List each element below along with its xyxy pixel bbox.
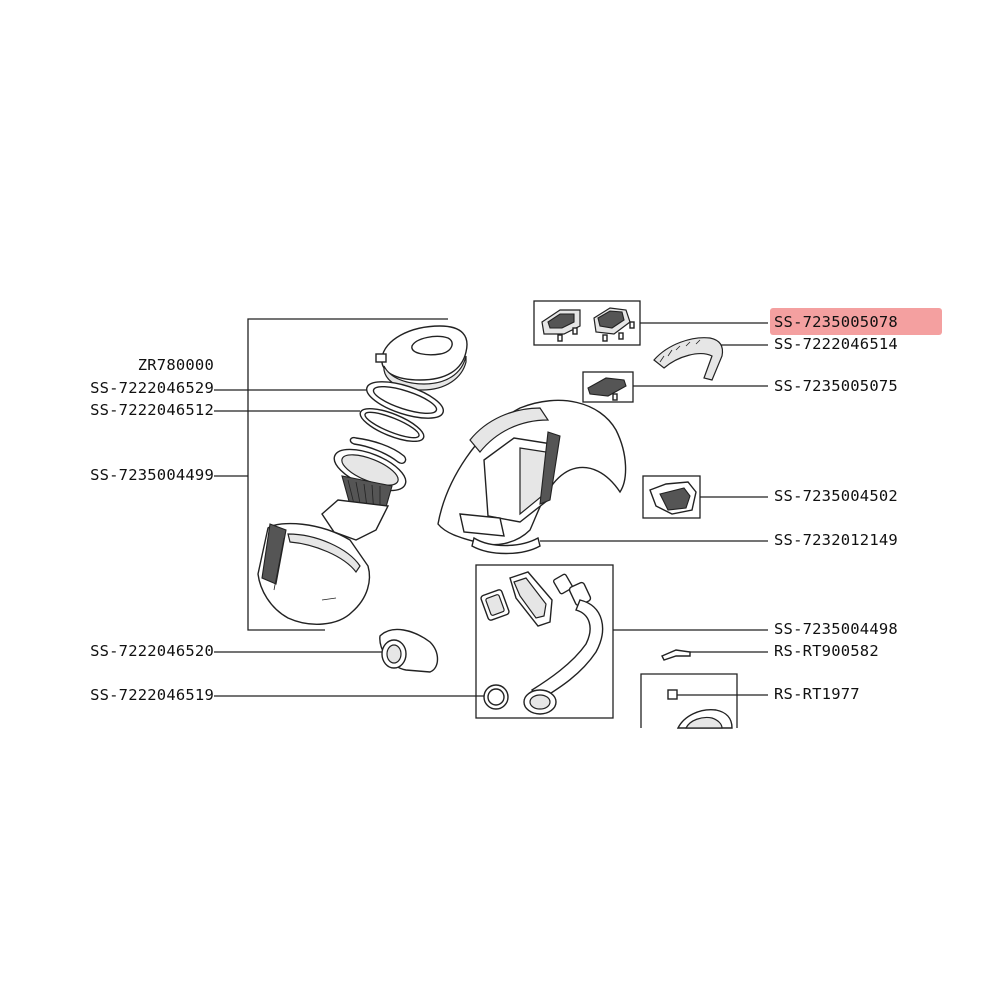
button-cover-075-part bbox=[587, 377, 627, 401]
container-lid-part bbox=[375, 325, 468, 391]
cord-cover-502-part bbox=[649, 481, 697, 515]
seal-ring-512-part bbox=[359, 407, 425, 443]
part-label-ss7232012149[interactable]: SS-7232012149 bbox=[774, 531, 898, 549]
part-label-zr780000[interactable]: ZR780000 bbox=[137, 356, 214, 374]
group-frames bbox=[475, 300, 738, 728]
part-label-ss7222046514[interactable]: SS-7222046514 bbox=[774, 335, 898, 353]
seal-ring-529-part bbox=[366, 381, 444, 419]
part-label-ss7235005078[interactable]: SS-7235005078 bbox=[774, 313, 898, 331]
selected-part-highlight bbox=[770, 308, 942, 335]
inlet-elbow-520-part bbox=[379, 628, 439, 673]
motor-assembly-1977-part bbox=[667, 689, 733, 729]
part-label-ss7235005075[interactable]: SS-7235005075 bbox=[774, 377, 898, 395]
handle-514-part bbox=[653, 337, 724, 381]
leader-lines bbox=[214, 318, 768, 697]
part-label-ss7222046529[interactable]: SS-7222046529 bbox=[90, 379, 214, 397]
part-label-ss7222046512[interactable]: SS-7222046512 bbox=[90, 401, 214, 419]
filter-part bbox=[321, 448, 407, 541]
gasket-part bbox=[349, 436, 407, 465]
dust-bin-part bbox=[257, 522, 371, 625]
part-label-ss7235004498[interactable]: SS-7235004498 bbox=[774, 620, 898, 638]
hose-assembly-498-part bbox=[480, 571, 604, 715]
main-housing-part bbox=[437, 399, 627, 555]
clip-582-part bbox=[661, 649, 691, 661]
part-label-ss7235004499[interactable]: SS-7235004499 bbox=[90, 466, 214, 484]
switch-buttons-078-part bbox=[541, 307, 635, 342]
part-label-rsrt900582[interactable]: RS-RT900582 bbox=[774, 642, 879, 660]
part-label-rsrt1977[interactable]: RS-RT1977 bbox=[774, 685, 860, 703]
part-label-ss7235004502[interactable]: SS-7235004502 bbox=[774, 487, 898, 505]
part-label-ss7222046520[interactable]: SS-7222046520 bbox=[90, 642, 214, 660]
part-label-ss7222046519[interactable]: SS-7222046519 bbox=[90, 686, 214, 704]
